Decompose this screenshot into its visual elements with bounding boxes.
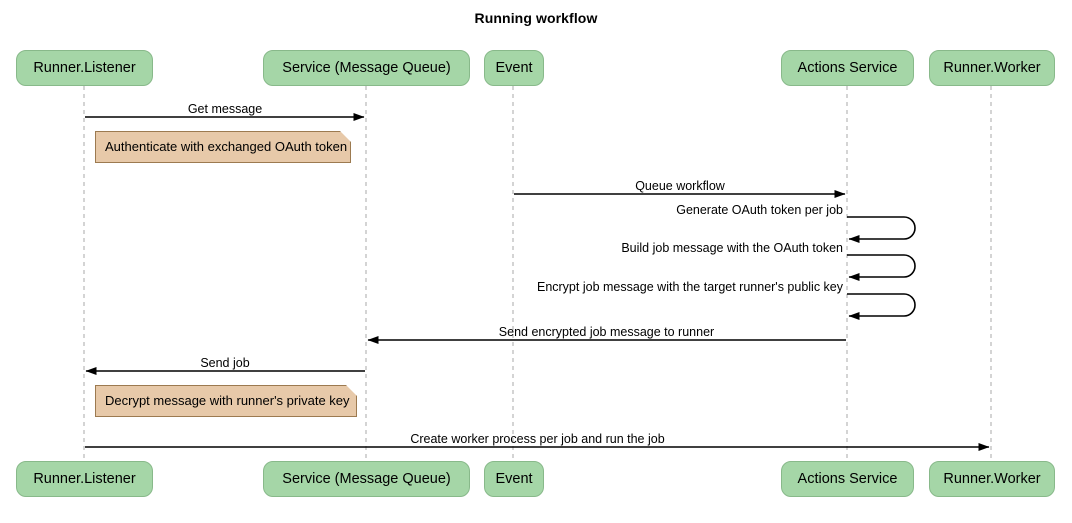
message-line-generate-oauth-token [847, 216, 916, 243]
message-label-get-message: Get message [187, 102, 263, 116]
participant-event-bottom[interactable]: Event [484, 461, 544, 497]
participant-label: Event [495, 471, 533, 487]
participant-service-mq-bottom[interactable]: Service (Message Queue) [263, 461, 470, 497]
note-authenticate: Authenticate with exchanged OAuth token [95, 131, 351, 163]
participant-label: Service (Message Queue) [282, 60, 451, 76]
participant-label: Actions Service [797, 60, 898, 76]
participant-label: Runner.Listener [33, 471, 136, 487]
message-label-generate-oauth-token: Generate OAuth token per job [676, 203, 843, 217]
participant-runner-worker-bottom[interactable]: Runner.Worker [929, 461, 1055, 497]
message-label-queue-workflow: Queue workflow [635, 179, 725, 193]
note-decrypt: Decrypt message with runner's private ke… [95, 385, 357, 417]
message-label-encrypt-job-message: Encrypt job message with the target runn… [536, 280, 843, 294]
participant-runner-listener-top[interactable]: Runner.Listener [16, 50, 153, 86]
message-label-build-job-message: Build job message with the OAuth token [621, 241, 843, 255]
note-fold-edge-icon [342, 385, 357, 400]
note-fold-edge-icon [336, 131, 351, 146]
participant-runner-worker-top[interactable]: Runner.Worker [929, 50, 1055, 86]
participant-actions-service-bottom[interactable]: Actions Service [781, 461, 914, 497]
message-label-create-worker-process: Create worker process per job and run th… [410, 432, 665, 446]
note-label: Authenticate with exchanged OAuth token [105, 139, 348, 154]
note-label: Decrypt message with runner's private ke… [105, 393, 350, 408]
page-title: Running workflow [474, 10, 598, 26]
message-line-encrypt-job-message [847, 293, 916, 320]
participant-label: Runner.Listener [33, 60, 136, 76]
participant-event-top[interactable]: Event [484, 50, 544, 86]
lifeline-group [83, 86, 992, 461]
participant-runner-listener-bottom[interactable]: Runner.Listener [16, 461, 153, 497]
participant-label: Runner.Worker [943, 471, 1041, 487]
participant-label: Runner.Worker [943, 60, 1041, 76]
message-line-group [85, 113, 990, 451]
message-line-build-job-message [847, 254, 916, 281]
message-label-send-job: Send job [200, 356, 250, 370]
participant-label: Actions Service [797, 471, 898, 487]
participant-label: Event [495, 60, 533, 76]
participant-service-mq-top[interactable]: Service (Message Queue) [263, 50, 470, 86]
message-label-send-encrypted-job: Send encrypted job message to runner [498, 325, 715, 339]
participant-label: Service (Message Queue) [282, 471, 451, 487]
participant-actions-service-top[interactable]: Actions Service [781, 50, 914, 86]
